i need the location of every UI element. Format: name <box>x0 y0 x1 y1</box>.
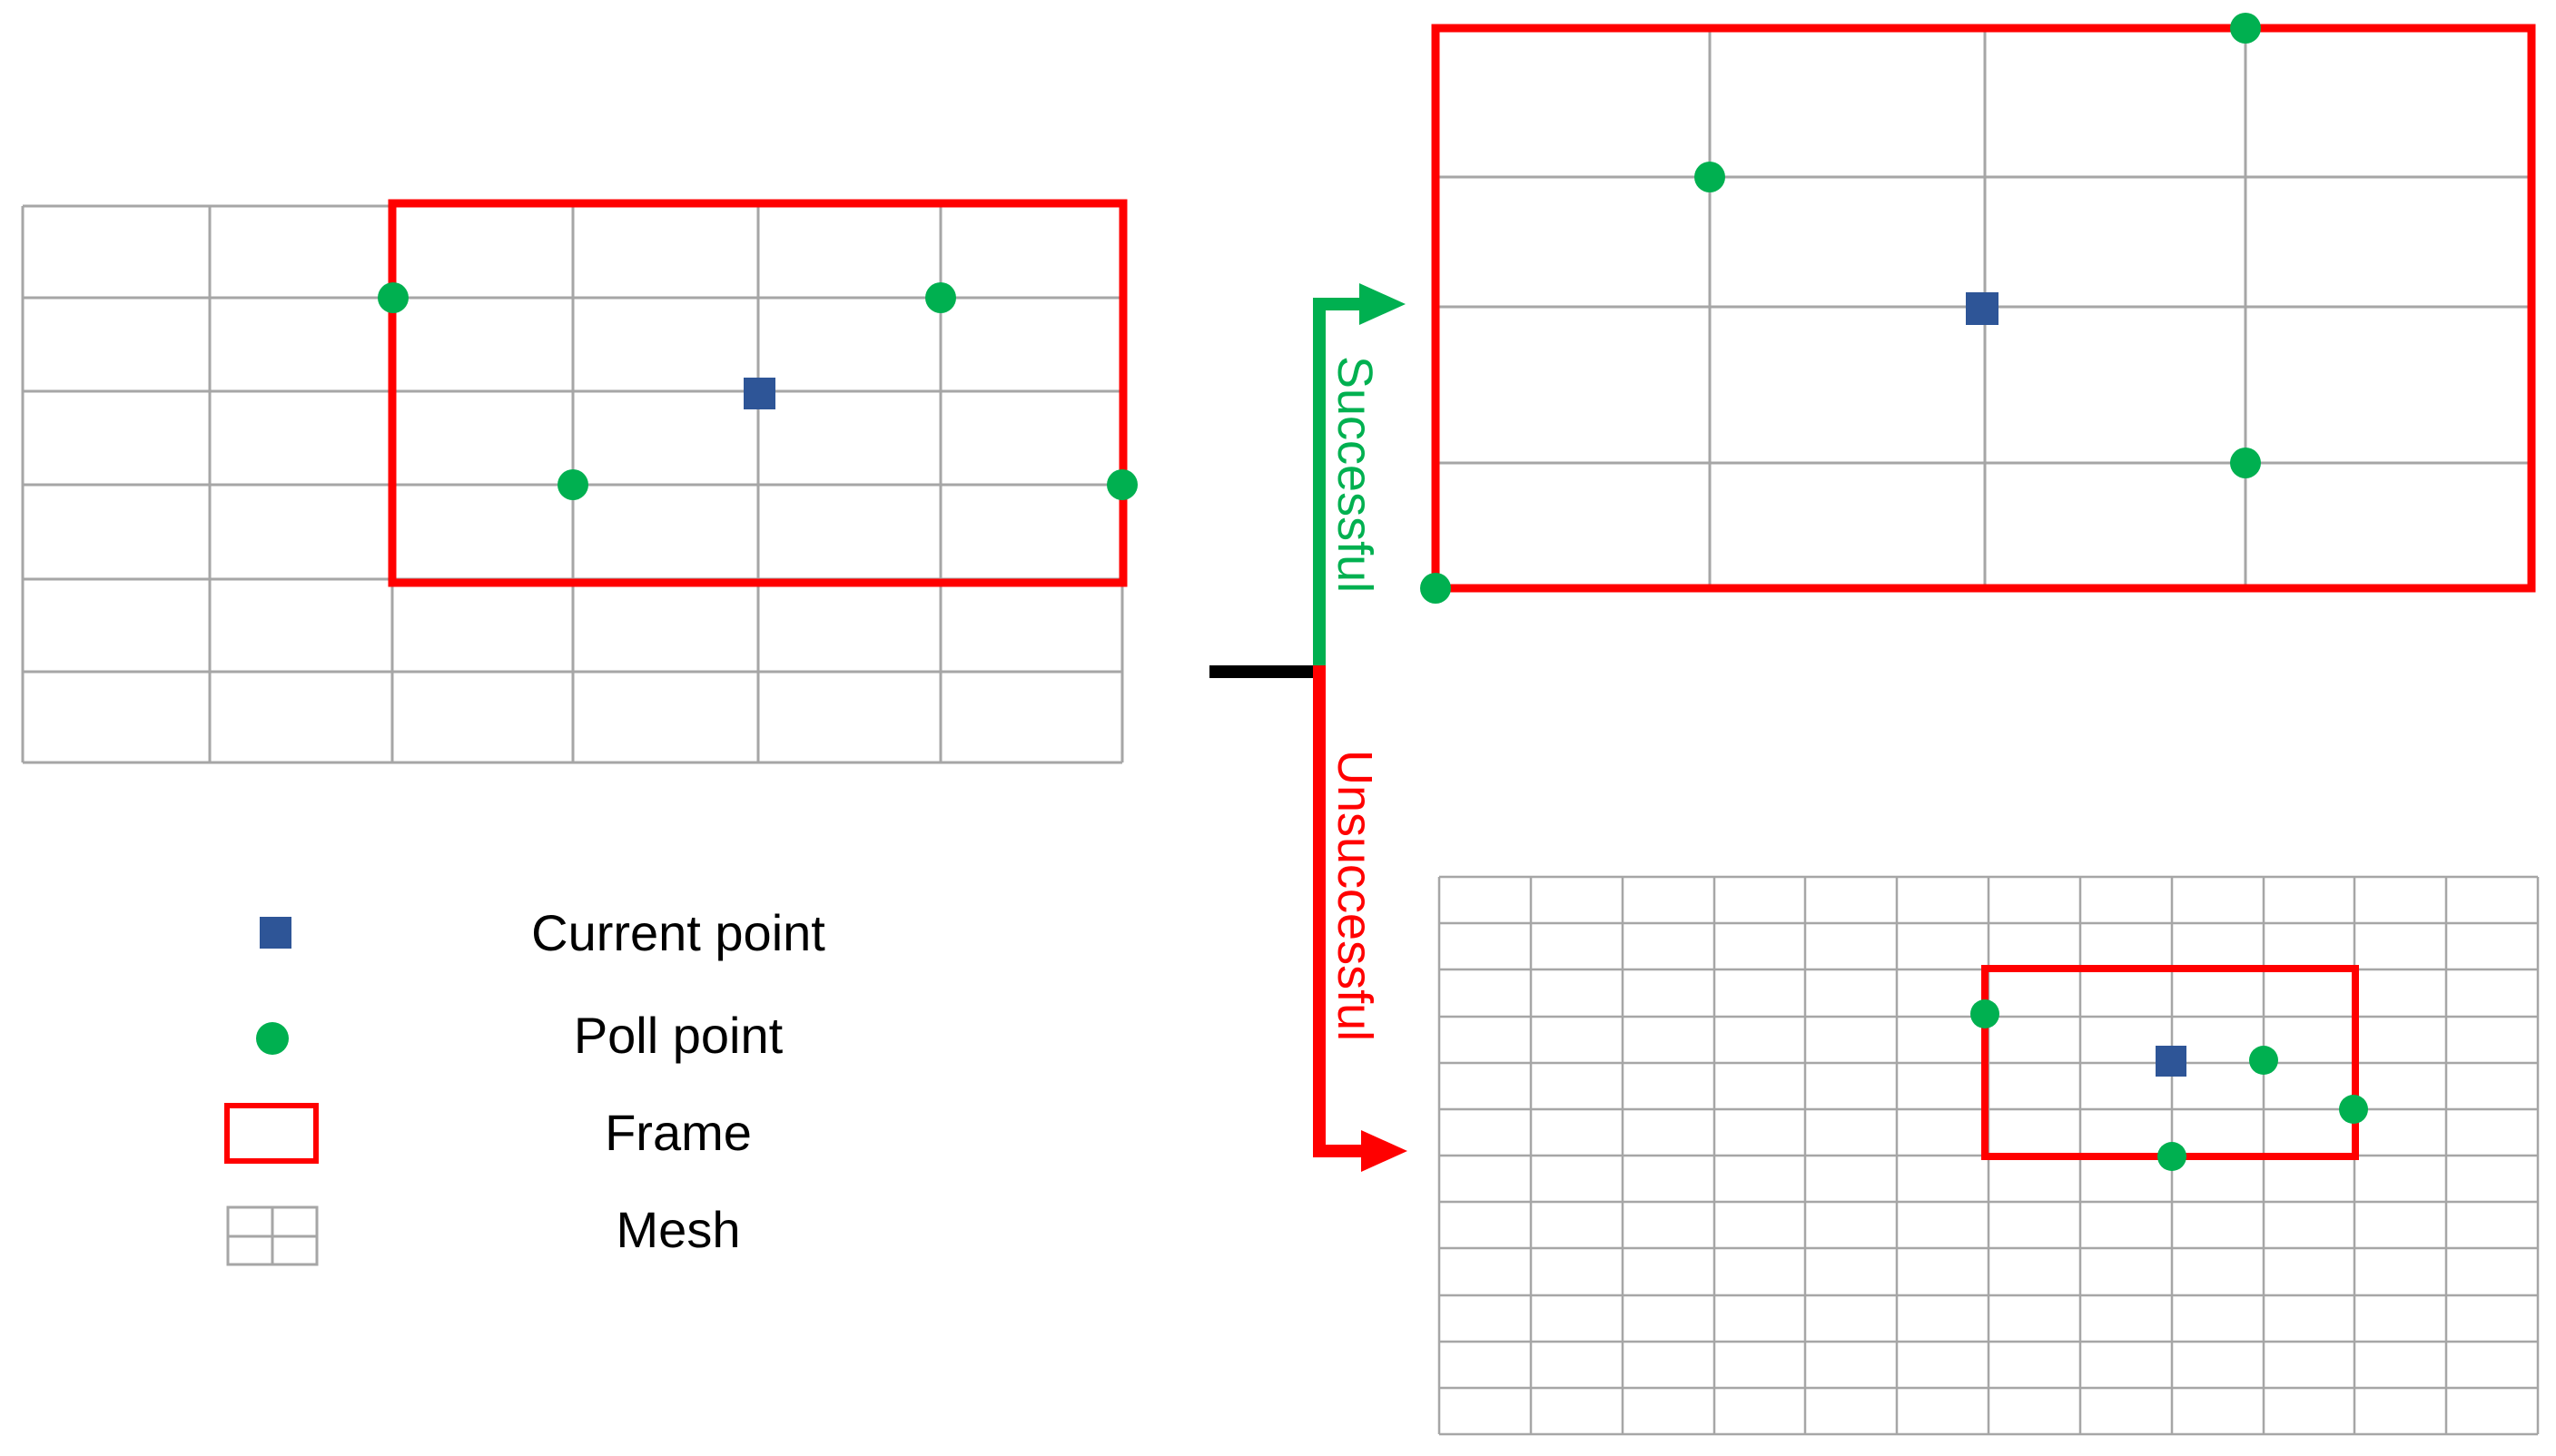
legend-item-current-point: Current point <box>260 904 825 961</box>
success-arrow-line <box>1313 298 1362 678</box>
legend-item-mesh: Mesh <box>226 1201 741 1266</box>
poll-point-marker <box>1970 999 1999 1028</box>
poll-point-marker <box>1694 162 1725 192</box>
poll-point-marker <box>2230 13 2261 44</box>
legend-item-poll-point: Poll point <box>256 1007 784 1064</box>
unsuccessful-poll-panel <box>1437 875 2540 1436</box>
successful-poll-panel <box>1420 13 2536 604</box>
poll-point-marker <box>2230 448 2261 478</box>
poll-point-marker <box>1107 469 1138 500</box>
poll-point-marker <box>558 469 588 500</box>
mesh-swatch <box>226 1205 319 1266</box>
failure-branch-label: Unsuccessful <box>1327 750 1382 1041</box>
branch-arrows: Successful Unsuccessful <box>1209 283 1407 1172</box>
poll-point-marker <box>1420 573 1451 604</box>
poll-point-marker <box>925 282 956 313</box>
poll-point-marker <box>2249 1046 2278 1075</box>
legend-label-mesh: Mesh <box>617 1201 741 1258</box>
legend-item-frame: Frame <box>224 1103 752 1164</box>
current-point-swatch <box>260 917 291 949</box>
initial-mesh-panel <box>21 199 1138 764</box>
legend-label-frame: Frame <box>605 1104 752 1161</box>
current-point-marker <box>1966 292 1998 325</box>
success-branch-label: Successful <box>1327 356 1382 593</box>
current-point-marker <box>744 378 775 409</box>
poll-point-marker <box>2339 1095 2368 1124</box>
legend-label-poll-point: Poll point <box>574 1007 784 1064</box>
success-arrowhead <box>1359 283 1406 325</box>
legend-label-current-point: Current point <box>531 904 825 961</box>
poll-point-marker <box>2157 1142 2186 1171</box>
current-point-marker <box>2156 1046 2186 1077</box>
failure-arrowhead <box>1361 1130 1407 1172</box>
frame-rect <box>388 199 1128 587</box>
legend: Current point Poll point Frame Mesh <box>224 904 825 1266</box>
poll-point-marker <box>378 282 409 313</box>
frame-swatch <box>224 1103 319 1164</box>
poll-point-swatch <box>256 1022 289 1055</box>
failure-arrow-line <box>1313 665 1364 1157</box>
frame-rect <box>1431 24 2536 593</box>
